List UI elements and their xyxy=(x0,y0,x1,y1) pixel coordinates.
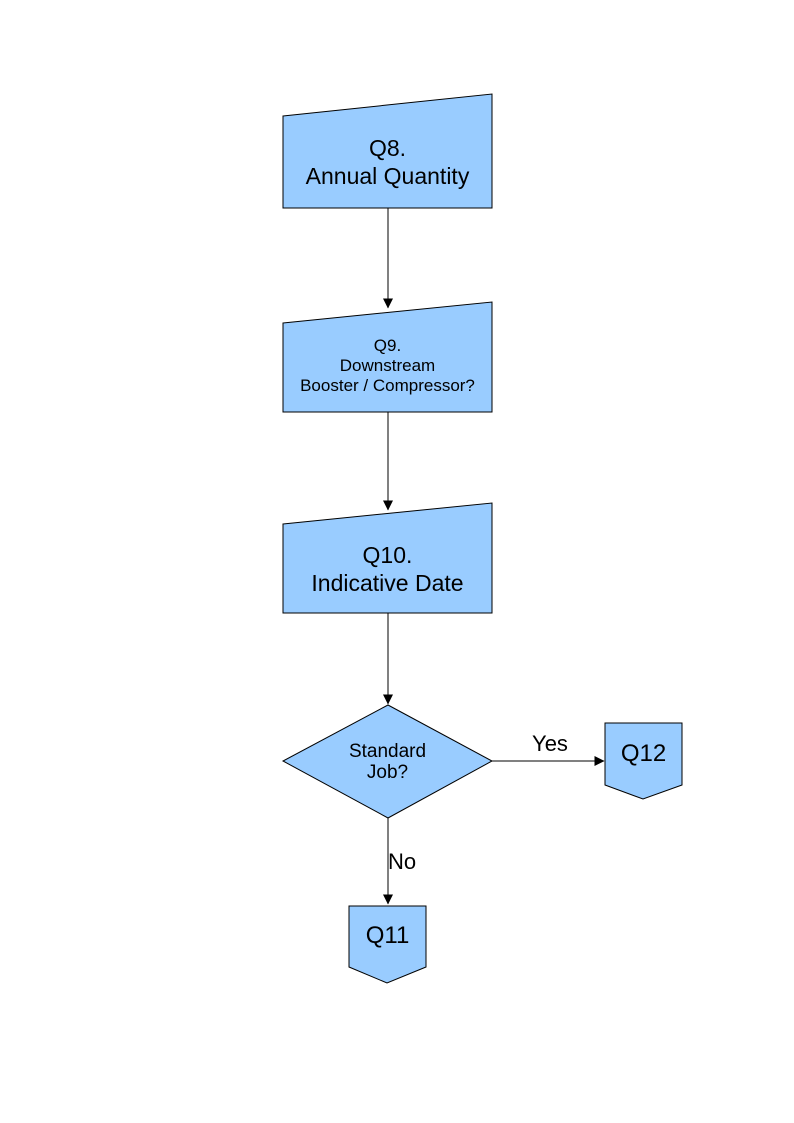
no-edge-label: No xyxy=(388,848,417,874)
q12-node-label: Q12 xyxy=(620,739,667,767)
q12-connector-shape xyxy=(604,722,683,800)
decision-node-label: Standard Job? xyxy=(348,740,427,783)
q10-node-shape xyxy=(282,502,493,614)
q10-node-label: Q10. Indicative Date xyxy=(311,541,464,596)
q8-node-shape xyxy=(282,93,493,209)
q11-node-label: Q11 xyxy=(365,922,410,950)
q11-connector-shape xyxy=(348,905,427,984)
q8-node-label: Q8. Annual Quantity xyxy=(305,135,470,189)
q9-node-shape xyxy=(282,301,493,413)
q9-node-label: Q9. Downstream Booster / Compressor? xyxy=(300,336,475,395)
yes-edge-label: Yes xyxy=(532,731,568,757)
